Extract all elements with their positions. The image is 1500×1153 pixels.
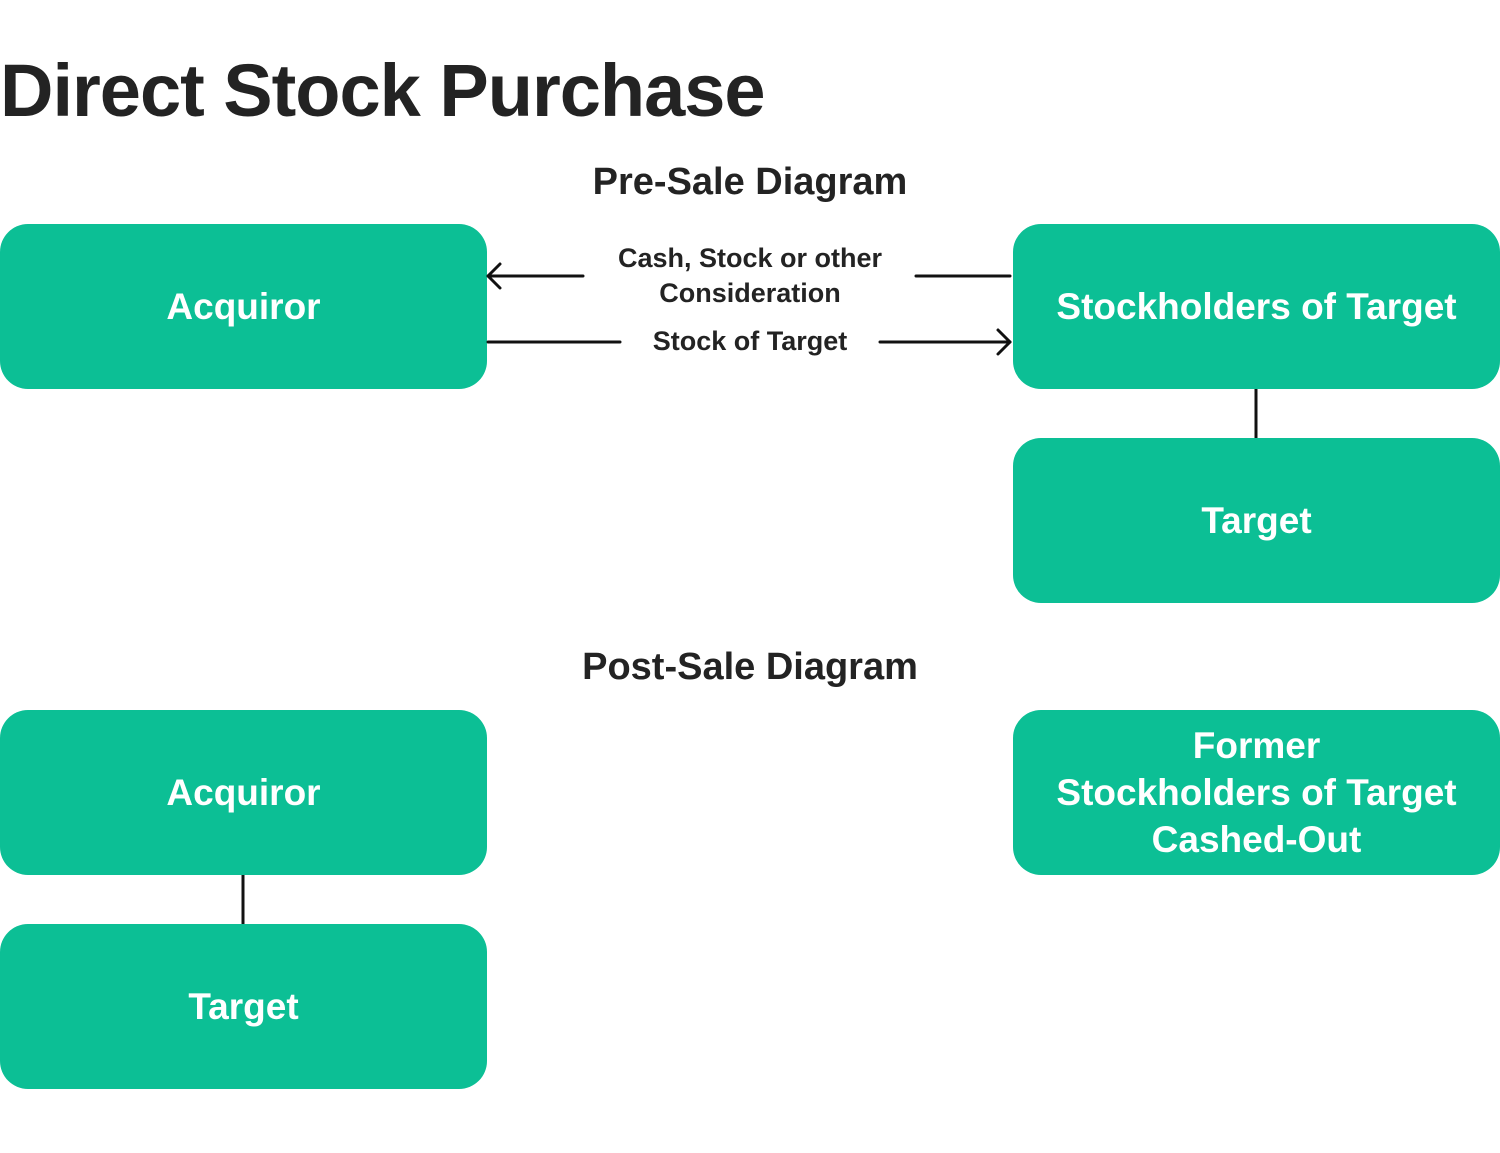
former-stockholders-box: Former Stockholders of Target Cashed-Out [1013,710,1500,875]
pre-sale-heading: Pre-Sale Diagram [592,161,908,203]
former-stockholders-line-1: Former [1192,725,1321,766]
post-sale-target-box: Target [0,924,487,1089]
post-sale-heading: Post-Sale Diagram [582,646,918,688]
pre-sale-target-label: Target [1201,500,1312,541]
pre-sale-stockholders-box: Stockholders of Target [1013,224,1500,389]
consideration-arrow-label: Cash, Stock or other Consideration [617,243,883,308]
stock-arrowhead [996,328,1012,356]
consideration-arrowhead [486,262,502,290]
post-sale-target-label: Target [188,986,299,1027]
pre-sale-acquiror-label: Acquiror [166,286,321,327]
former-stockholders-line-2: Stockholders of Target [1056,772,1457,813]
page-title: Direct Stock Purchase [0,49,766,132]
pre-sale-target-box: Target [1013,438,1500,603]
pre-sale-acquiror-box: Acquiror [0,224,487,389]
pre-sale-stockholders-label: Stockholders of Target [1056,286,1457,327]
stock-of-target-arrow-label: Stock of Target [652,326,848,356]
former-stockholders-label: Former Stockholders of Target Cashed-Out [1013,722,1500,863]
former-stockholders-line-3: Cashed-Out [1151,819,1362,860]
post-sale-acquiror-box: Acquiror [0,710,487,875]
post-sale-acquiror-label: Acquiror [166,772,321,813]
